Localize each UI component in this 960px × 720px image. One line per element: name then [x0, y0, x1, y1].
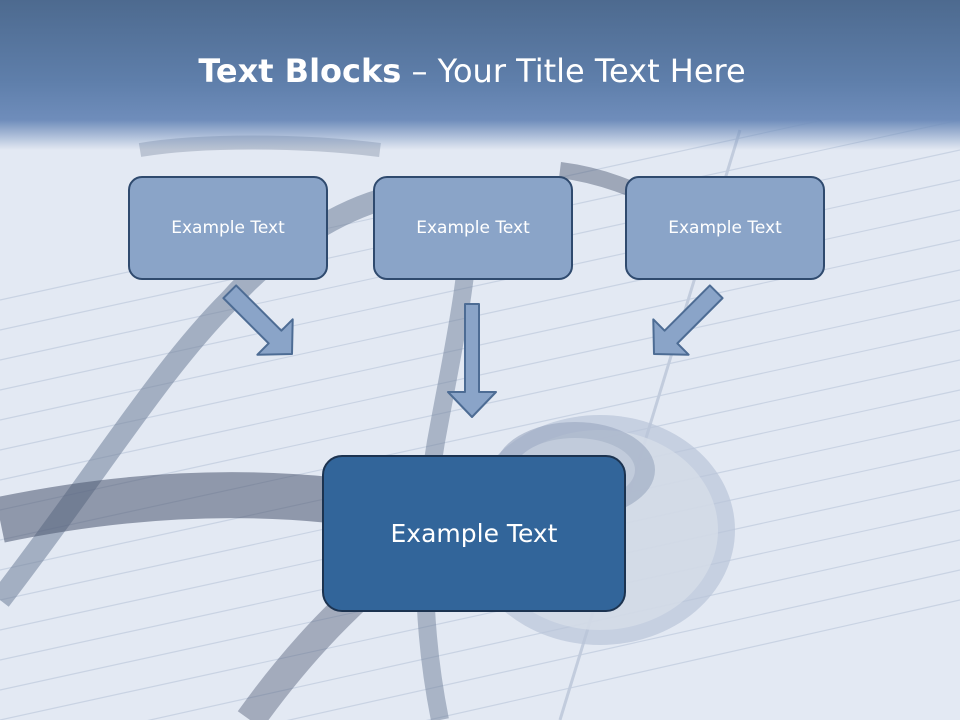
text-block-label: Example Text	[171, 218, 285, 238]
text-block-label: Example Text	[416, 218, 530, 238]
title-band	[0, 0, 960, 150]
text-block-label: Example Text	[390, 519, 558, 548]
arrow-center	[447, 303, 497, 418]
title-bold-text: Text Blocks	[198, 52, 402, 90]
arrow-left	[222, 284, 294, 356]
title-dash: –	[401, 52, 438, 90]
text-block-top-right[interactable]: Example Text	[625, 176, 825, 280]
arrow-right	[652, 284, 724, 356]
title-text: Your Title Text Here	[437, 52, 746, 90]
text-block-label: Example Text	[668, 218, 782, 238]
slide-title: Text Blocks – Your Title Text Here	[0, 52, 944, 90]
text-block-top-left[interactable]: Example Text	[128, 176, 328, 280]
down-arrow-icon	[222, 284, 294, 356]
text-block-top-center[interactable]: Example Text	[373, 176, 573, 280]
text-block-bottom[interactable]: Example Text	[322, 455, 626, 612]
down-arrow-icon	[652, 284, 724, 356]
down-arrow-icon	[447, 303, 497, 418]
